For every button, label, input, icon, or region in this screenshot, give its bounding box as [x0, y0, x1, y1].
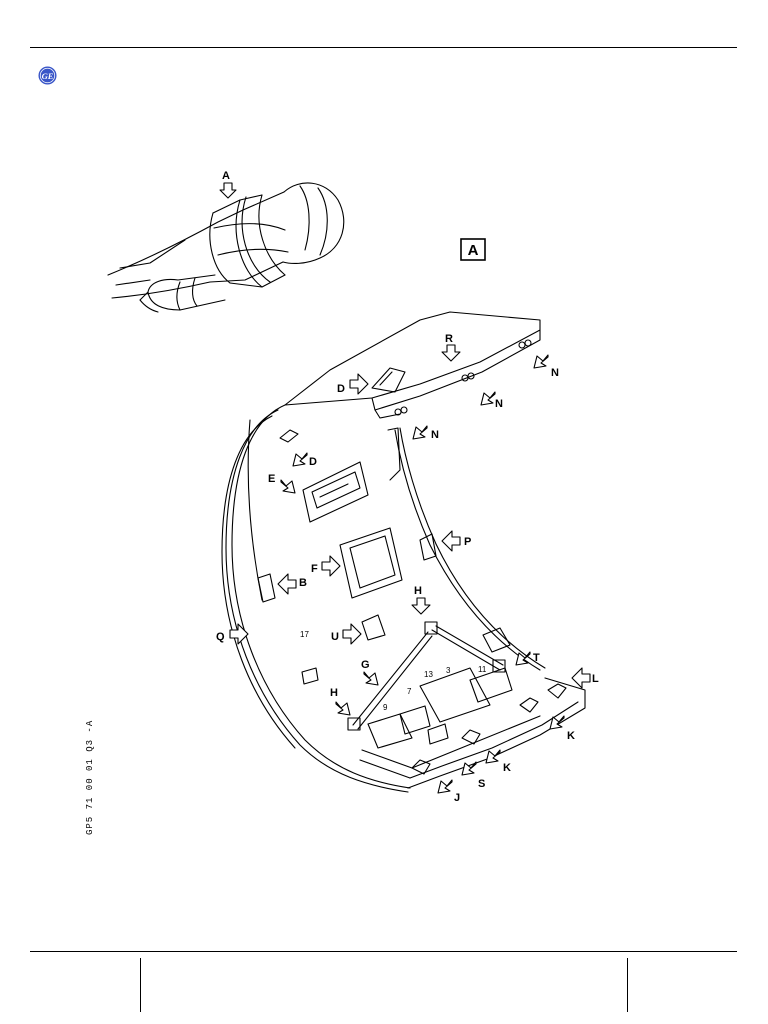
- callout-label-k1: K: [567, 730, 575, 742]
- callout-arrow-j: [437, 779, 453, 794]
- callout-label-p: P: [464, 536, 471, 548]
- callout-arrow-d2: [292, 452, 308, 467]
- svg-text:GE: GE: [42, 71, 54, 81]
- callout-arrow-b: [277, 573, 297, 595]
- callout-arrow-p: [441, 530, 461, 552]
- callout-label-t: T: [533, 652, 540, 664]
- callout-arrow-d1: [349, 373, 369, 395]
- figure-reference: GP5 71 00 01 Q3 -A: [85, 719, 95, 835]
- footer-rule: [30, 951, 737, 952]
- callout-label-b: B: [299, 577, 307, 589]
- callout-arrow-a: [219, 182, 237, 199]
- callout-label-k2: K: [503, 762, 511, 774]
- fan-cowl-panel: [221, 311, 586, 793]
- callout-label-f: F: [311, 563, 318, 575]
- item-number-17: 17: [300, 630, 309, 639]
- item-number-13: 13: [424, 670, 433, 679]
- callout-arrow-u: [342, 623, 362, 645]
- callout-arrow-k1: [549, 715, 565, 730]
- callout-arrow-e: [280, 479, 296, 494]
- callout-label-g: G: [361, 659, 370, 671]
- item-number-9: 9: [383, 703, 388, 712]
- callout-arrow-t: [515, 651, 531, 666]
- callout-arrow-q: [229, 623, 249, 645]
- callout-arrow-n3: [412, 425, 428, 440]
- footer-divider-right: [627, 958, 628, 1012]
- callout-arrow-f: [321, 555, 341, 577]
- callout-label-h1: H: [414, 585, 422, 597]
- item-number-11: 11: [478, 665, 487, 674]
- callout-label-d2: D: [309, 456, 317, 468]
- callout-label-n2: N: [495, 398, 503, 410]
- callout-label-d1: D: [337, 383, 345, 395]
- ge-logo-icon: GE: [38, 66, 57, 85]
- callout-label-s: S: [478, 778, 485, 790]
- callout-label-q: Q: [216, 631, 225, 643]
- header-rule: [30, 47, 737, 48]
- engine-sketch: [107, 182, 345, 313]
- item-number-7: 7: [407, 687, 412, 696]
- callout-arrow-s: [461, 761, 477, 776]
- view-ref-label: A: [468, 242, 479, 259]
- callout-label-r: R: [445, 333, 453, 345]
- callout-arrow-g: [363, 671, 379, 686]
- callout-label-h2: H: [330, 687, 338, 699]
- callout-label-l: L: [592, 673, 599, 685]
- callout-arrow-h1: [411, 597, 431, 615]
- callout-arrow-k2: [485, 749, 501, 764]
- callout-arrow-n1: [533, 354, 549, 369]
- callout-arrow-n2: [480, 391, 496, 406]
- callout-arrow-r: [441, 344, 461, 362]
- callout-label-a: A: [222, 170, 230, 182]
- callout-label-u: U: [331, 631, 339, 643]
- callout-arrow-h2: [335, 701, 351, 716]
- callout-label-n1: N: [551, 367, 559, 379]
- callout-label-e: E: [268, 473, 275, 485]
- view-ref-box: [460, 238, 486, 261]
- callout-label-n3: N: [431, 429, 439, 441]
- item-number-3: 3: [446, 666, 451, 675]
- callout-label-j: J: [454, 792, 460, 804]
- footer-divider-left: [140, 958, 141, 1012]
- callout-arrow-l: [571, 667, 591, 689]
